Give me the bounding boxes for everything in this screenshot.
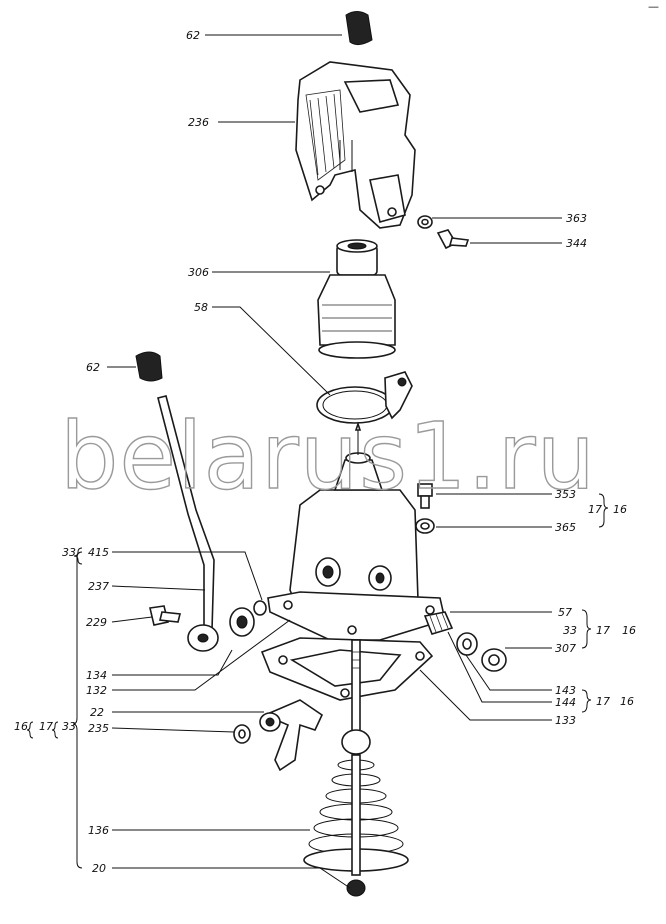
callout-415: 415 xyxy=(88,546,109,559)
leader-lines xyxy=(72,34,609,889)
washer-307-a xyxy=(456,632,478,656)
gasket-133 xyxy=(260,637,434,701)
lever-237 xyxy=(157,395,219,652)
bolt-353 xyxy=(417,483,433,509)
brace-17-d xyxy=(51,721,59,739)
callout-363: 363 xyxy=(566,212,587,225)
group-16-d: 16 xyxy=(14,720,28,733)
group-33-a: 33 xyxy=(62,546,76,559)
group-33-d: 33 xyxy=(62,720,76,733)
callout-306: 306 xyxy=(188,266,209,279)
bushing-415 xyxy=(229,600,267,637)
watermark: belarus1.ru xyxy=(60,403,596,510)
callout-237: 237 xyxy=(88,580,109,593)
washer-235 xyxy=(233,724,251,744)
group-16-c: 16 xyxy=(620,695,634,708)
control-housing-body xyxy=(267,421,446,641)
washer-363 xyxy=(417,215,433,229)
group-17-d: 17 xyxy=(39,720,53,733)
callout-235: 235 xyxy=(88,722,109,735)
callout-229: 229 xyxy=(86,616,107,629)
callout-307: 307 xyxy=(555,642,576,655)
callout-236: 236 xyxy=(188,116,209,129)
group-33-b: 33 xyxy=(563,624,577,637)
lever-22 xyxy=(259,699,324,772)
group-17-c: 17 xyxy=(596,695,610,708)
group-16-a: 16 xyxy=(613,503,627,516)
callout-365: 365 xyxy=(555,521,576,534)
callout-58: 58 xyxy=(194,301,208,314)
plug-57 xyxy=(423,611,454,635)
ball-end-20 xyxy=(346,879,366,897)
callout-134: 134 xyxy=(86,669,107,682)
callout-133: 133 xyxy=(555,714,576,727)
spring-136 xyxy=(303,754,409,876)
callout-136: 136 xyxy=(88,824,109,837)
callout-62-left: 62 xyxy=(86,361,100,374)
housing-cover-236 xyxy=(295,61,416,229)
knob-62-left xyxy=(135,351,163,382)
callout-353: 353 xyxy=(555,488,576,501)
group-16-b: 16 xyxy=(622,624,636,637)
callout-132: 132 xyxy=(86,684,107,697)
group-17-b: 17 xyxy=(596,624,610,637)
bolt-344 xyxy=(436,229,470,250)
group-17-a: 17 xyxy=(588,503,602,516)
shift-shaft xyxy=(341,639,371,755)
callout-22: 22 xyxy=(90,706,104,719)
bolt-229 xyxy=(149,605,181,626)
callout-62-top: 62 xyxy=(186,29,200,42)
washer-365 xyxy=(415,518,435,534)
boot-306 xyxy=(317,239,396,359)
brace-33-a xyxy=(73,547,83,565)
corner-mark: — xyxy=(648,0,659,13)
washer-307-b xyxy=(481,648,507,672)
callout-20: 20 xyxy=(92,862,106,875)
knob-62-top xyxy=(345,11,373,46)
callout-143: 143 xyxy=(555,684,576,697)
callout-144: 144 xyxy=(555,696,576,709)
clamp-58 xyxy=(316,371,413,424)
brace-16-d xyxy=(26,721,34,739)
callout-57: 57 xyxy=(558,606,572,619)
callout-344: 344 xyxy=(566,237,587,250)
